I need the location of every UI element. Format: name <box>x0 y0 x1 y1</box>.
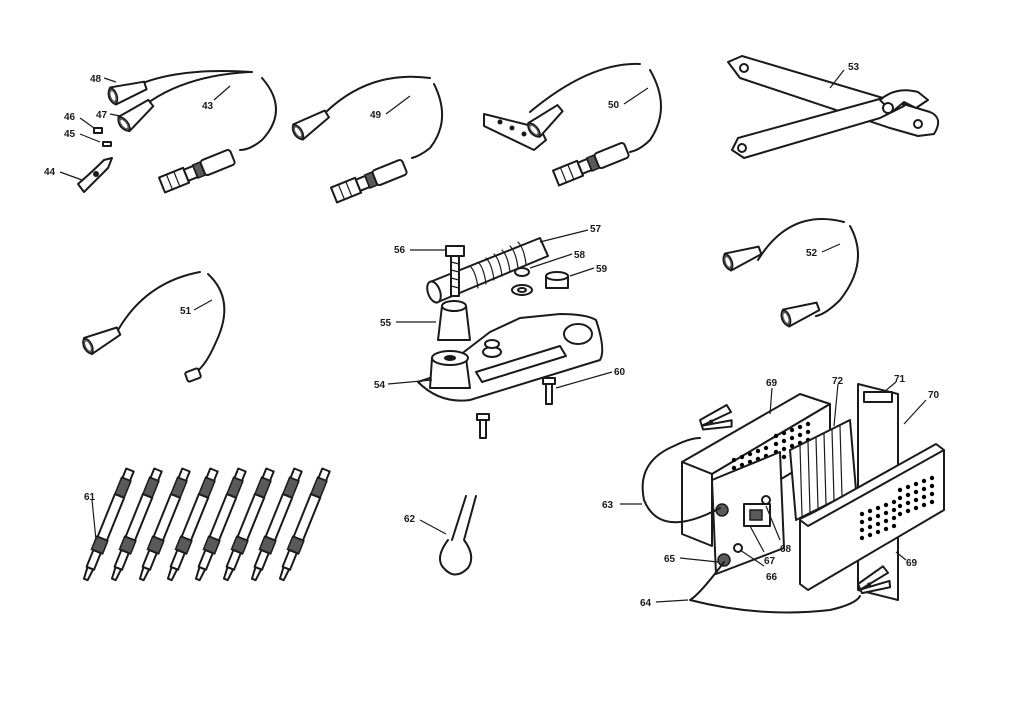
label-68: 68 <box>780 544 792 555</box>
label-63: 63 <box>602 500 614 511</box>
label-50: 50 <box>608 100 620 111</box>
label-60: 60 <box>614 367 626 378</box>
label-70: 70 <box>928 390 940 401</box>
label-53: 53 <box>848 62 860 73</box>
label-52: 52 <box>806 248 818 259</box>
label-44: 44 <box>44 167 56 178</box>
lead-assembly-52 <box>720 218 859 329</box>
label-71: 71 <box>894 374 906 385</box>
label-61: 61 <box>84 492 96 503</box>
label-59: 59 <box>596 264 608 275</box>
label-43: 43 <box>202 101 214 112</box>
label-64: 64 <box>640 598 652 609</box>
lead-assembly-51 <box>79 271 226 383</box>
label-54: 54 <box>374 380 386 391</box>
callouts: 48 47 46 45 44 43 49 50 53 52 51 56 57 5… <box>44 62 940 609</box>
cable-assembly-43 <box>77 70 277 194</box>
label-51: 51 <box>180 306 192 317</box>
label-45: 45 <box>64 129 76 140</box>
label-47: 47 <box>96 110 108 121</box>
cable-assembly-49 <box>288 75 444 204</box>
label-65: 65 <box>664 554 676 565</box>
center-assembly-54-60 <box>417 237 604 439</box>
wrench-tool-53 <box>727 55 940 159</box>
label-57: 57 <box>590 224 602 235</box>
hairpin-clip-62 <box>439 495 477 576</box>
label-69-bottom: 69 <box>906 558 918 569</box>
label-69-top: 69 <box>766 378 778 389</box>
label-72: 72 <box>832 376 844 387</box>
label-62: 62 <box>404 514 416 525</box>
label-46: 46 <box>64 112 76 123</box>
label-55: 55 <box>380 318 392 329</box>
label-66: 66 <box>766 572 778 583</box>
cable-assembly-50 <box>483 62 662 187</box>
label-56: 56 <box>394 245 406 256</box>
label-67: 67 <box>764 556 776 567</box>
case-assembly-63-72 <box>641 383 945 614</box>
label-58: 58 <box>574 250 586 261</box>
probe-adapters-61 <box>79 466 333 583</box>
label-48: 48 <box>90 74 102 85</box>
label-49: 49 <box>370 110 382 121</box>
